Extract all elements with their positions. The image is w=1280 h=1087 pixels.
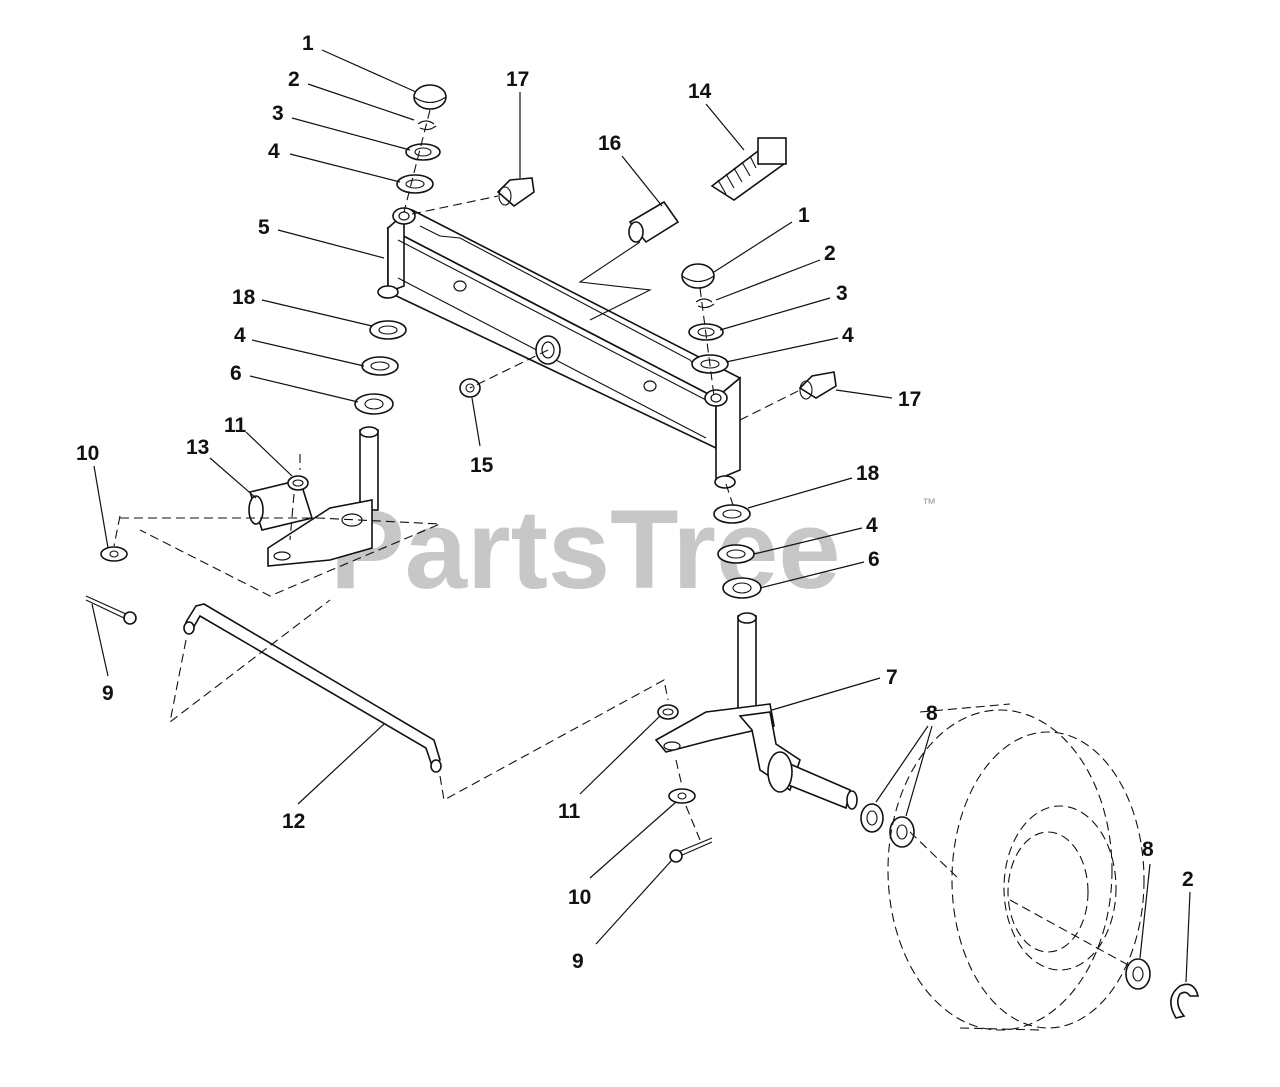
callout-5: 5 [258, 216, 270, 239]
callout-4: 4 [842, 324, 854, 347]
callout-2: 2 [1182, 868, 1194, 891]
callout-9: 9 [102, 682, 114, 705]
callout-4: 4 [866, 514, 878, 537]
callout-6: 6 [868, 548, 880, 571]
callout-4: 4 [234, 324, 246, 347]
callout-leaders [91, 49, 1191, 983]
callout-11: 11 [224, 414, 247, 437]
right-kingpin-hardware [681, 263, 762, 599]
callout-15: 15 [470, 454, 494, 477]
callout-9: 9 [572, 950, 584, 973]
callout-14: 14 [688, 80, 712, 103]
callout-labels: 1 2 3 4 5 18 4 6 17 16 14 1 2 3 4 17 15 … [76, 32, 1194, 973]
left-kingpin-hardware [354, 84, 447, 415]
callout-8: 8 [1142, 838, 1154, 861]
callout-2: 2 [288, 68, 300, 91]
axle-beam-part [377, 207, 742, 489]
callout-17: 17 [898, 388, 921, 411]
callout-18: 18 [856, 462, 880, 485]
right-spindle-part [654, 612, 858, 810]
callout-7: 7 [886, 666, 898, 689]
callout-10: 10 [76, 442, 99, 465]
callout-11: 11 [558, 800, 581, 823]
wheel-part [887, 703, 1145, 1031]
tie-rod-part [183, 603, 442, 773]
callout-6: 6 [230, 362, 242, 385]
callout-4: 4 [268, 140, 280, 163]
watermark-trademark: ™ [922, 495, 936, 511]
callout-1: 1 [798, 204, 810, 227]
hardware-parts [411, 137, 837, 421]
callout-12: 12 [282, 810, 305, 833]
callout-10: 10 [568, 886, 591, 909]
watermark-text: PartsTree [330, 487, 841, 612]
callout-8: 8 [926, 702, 938, 725]
callout-3: 3 [272, 102, 284, 125]
callout-18: 18 [232, 286, 256, 309]
small-hardware [85, 454, 1200, 1019]
callout-2: 2 [824, 242, 836, 265]
callout-13: 13 [186, 436, 209, 459]
callout-16: 16 [598, 132, 621, 155]
callout-3: 3 [836, 282, 848, 305]
callout-1: 1 [302, 32, 314, 55]
callout-17: 17 [506, 68, 529, 91]
